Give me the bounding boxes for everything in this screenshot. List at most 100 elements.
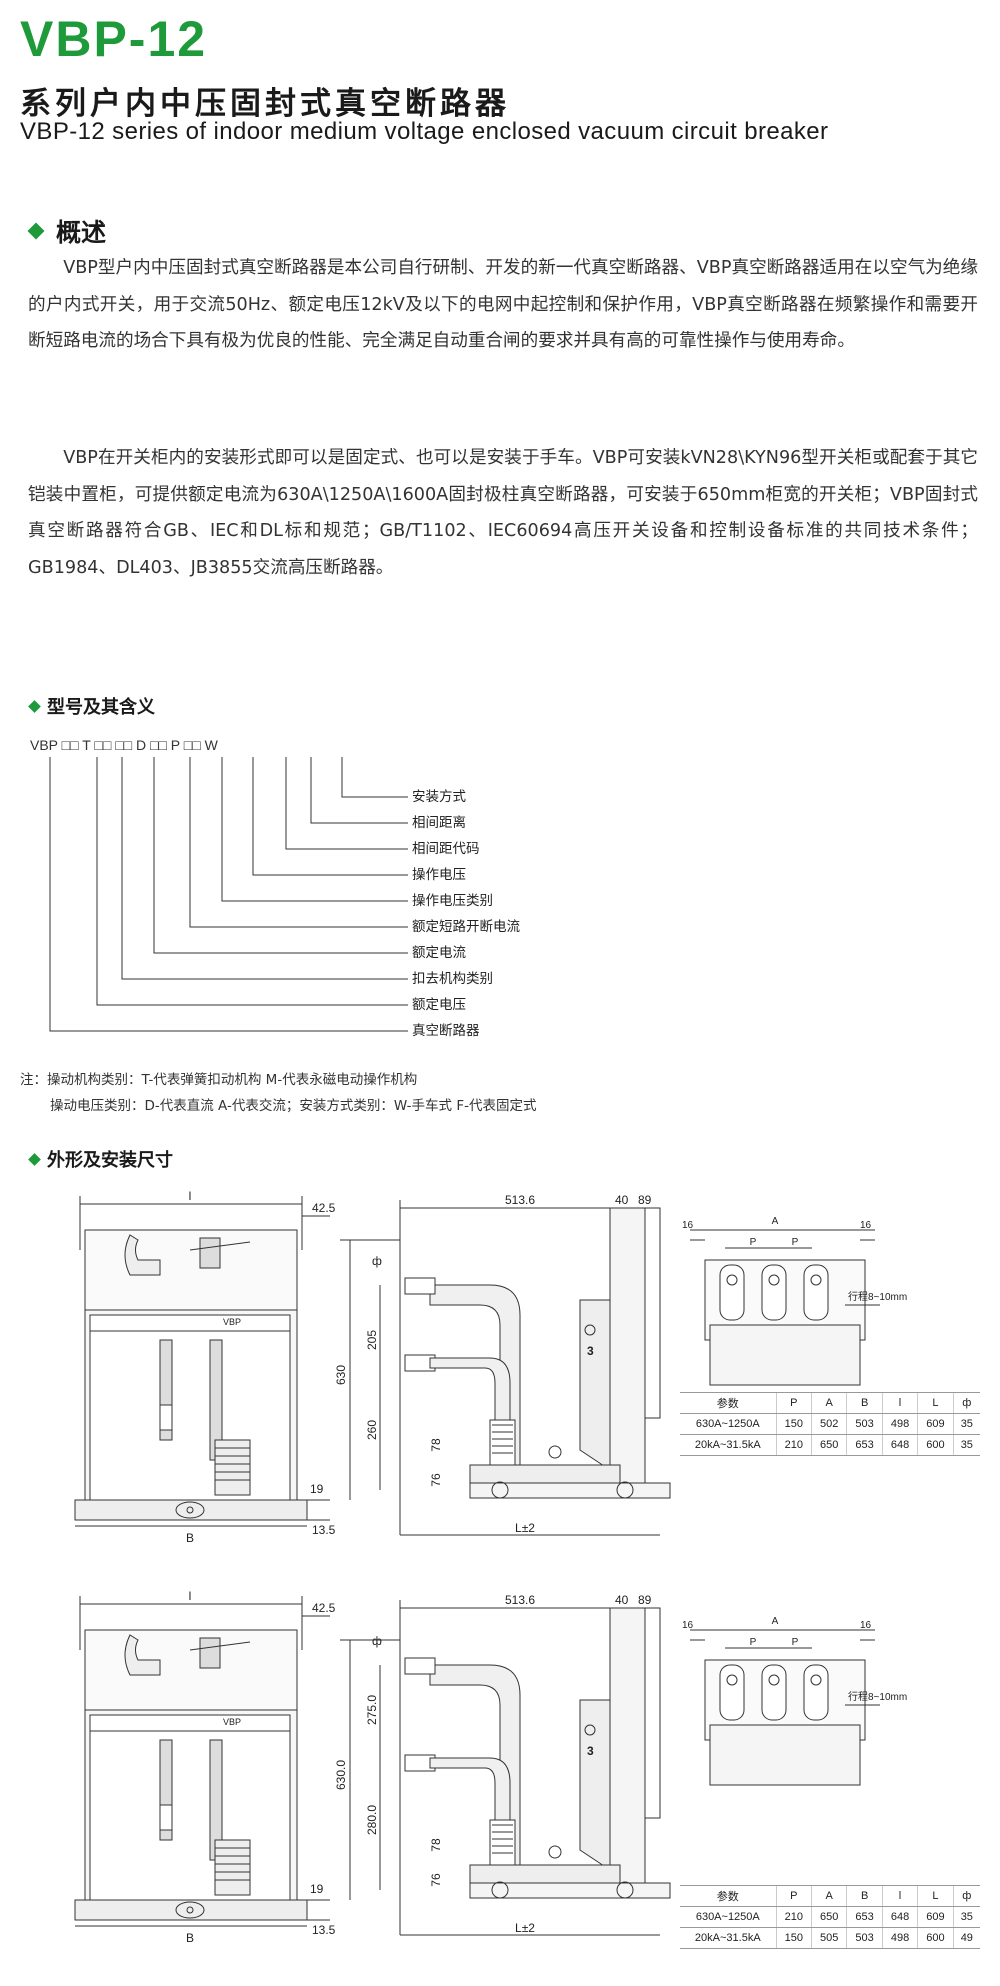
title-chinese: 系列户内中压固封式真空断路器	[20, 86, 510, 122]
dim-label: 513.6	[505, 1193, 535, 1207]
table-row: 630A~1250A 150 502 503 498 609 35	[680, 1413, 980, 1435]
table-cell: 609	[917, 1906, 954, 1928]
dim-label: 19	[310, 1882, 324, 1896]
table-cell: 20kA~31.5kA	[680, 1927, 777, 1949]
dim-label: 78	[429, 1438, 443, 1452]
dim-label: 42.5	[312, 1201, 336, 1215]
dim-label: P	[792, 1637, 799, 1648]
table-row: 630A~1250A 210 650 653 648 609 35	[680, 1906, 980, 1928]
table-cell: 630A~1250A	[680, 1906, 777, 1928]
model-code-leader-lines	[49, 757, 408, 1032]
dim-label: 630	[334, 1365, 348, 1385]
dim-label: P	[750, 1637, 757, 1648]
dim-label: P	[792, 1237, 799, 1248]
table-cell: 630A~1250A	[680, 1413, 777, 1435]
table-cell: 650	[810, 1906, 847, 1928]
dim-label: B	[186, 1931, 194, 1945]
dim-label: 630.0	[334, 1760, 348, 1790]
dim-label: 76	[429, 1873, 443, 1887]
dimensions-heading: 外形及安装尺寸	[28, 1146, 173, 1172]
table-cell: 35	[952, 1434, 980, 1456]
dim-label: 205	[365, 1330, 379, 1350]
table-header: 参数	[680, 1885, 777, 1907]
overview-paragraph-1: VBP型户内中压固封式真空断路器是本公司自行研制、开发的新一代真空断路器、VBP…	[28, 258, 978, 352]
table-row: 参数 P A B l L ф	[680, 1392, 980, 1414]
dim-label: ф	[372, 1634, 382, 1648]
dim-label: 89	[638, 1593, 652, 1607]
dim-label: 13.5	[312, 1523, 336, 1537]
table-cell: 653	[846, 1434, 883, 1456]
dim-label: 行程8~10mm	[848, 1290, 907, 1303]
dim-label: 42.5	[312, 1601, 336, 1615]
table-cell: 150	[775, 1927, 812, 1949]
dim-label: L±2	[515, 1921, 535, 1935]
dim-label: 19	[310, 1482, 324, 1496]
table-header: l	[881, 1885, 918, 1907]
table-cell: 600	[917, 1927, 954, 1949]
table-cell: 505	[810, 1927, 847, 1949]
model-labels: 安装方式 相间距离 相间距代码 操作电压 操作电压类别 额定短路开断电流 额定电…	[412, 784, 520, 1044]
model-label: 操作电压	[412, 867, 466, 883]
table-header: 参数	[680, 1392, 777, 1414]
model-code: VBP □□ T □□ □□ D □□ P □□ W	[30, 737, 218, 753]
dim-label: 89	[638, 1193, 652, 1207]
dim-label: 行程8~10mm	[848, 1690, 907, 1703]
note-line-1: 注：操动机构类别：T-代表弹簧扣动机构 M-代表永磁电动操作机构	[20, 1072, 418, 1088]
table-cell: 653	[846, 1906, 883, 1928]
table-cell: 600	[917, 1434, 954, 1456]
model-meaning-heading: 型号及其含义	[28, 693, 155, 719]
model-label: 安装方式	[412, 789, 466, 805]
model-label: 相间距代码	[412, 841, 480, 857]
table-header: L	[917, 1885, 954, 1907]
dim-label: 513.6	[505, 1593, 535, 1607]
dim-label: 40	[615, 1593, 629, 1607]
model-title: VBP-12	[20, 11, 208, 67]
table-cell: 210	[775, 1906, 812, 1928]
dim-label: 3	[587, 1744, 594, 1758]
diamond-bullet-icon	[27, 222, 45, 240]
dim-label: 260	[365, 1420, 379, 1440]
dim-label: 16	[682, 1620, 694, 1631]
table-cell: 648	[881, 1906, 918, 1928]
dim-label: 40	[615, 1193, 629, 1207]
dim-label: 76	[429, 1473, 443, 1487]
table-cell: 35	[952, 1906, 980, 1928]
dim-label: 16	[682, 1220, 694, 1231]
table-header: A	[810, 1392, 847, 1414]
table-cell: 503	[846, 1413, 883, 1435]
dim-label: l	[189, 1590, 192, 1603]
table-header: ф	[952, 1392, 980, 1414]
model-label: 额定电压	[412, 997, 466, 1013]
table-cell: 498	[881, 1927, 918, 1949]
table-row: 20kA~31.5kA 210 650 653 648 600 35	[680, 1434, 980, 1456]
vbp-badge: VBP	[223, 1717, 241, 1727]
model-label: 扣去机构类别	[412, 971, 493, 987]
table-cell: 20kA~31.5kA	[680, 1434, 777, 1456]
dim-label: B	[186, 1531, 194, 1545]
table-cell: 503	[846, 1927, 883, 1949]
diamond-bullet-icon	[28, 1152, 41, 1166]
model-label: 额定短路开断电流	[412, 919, 520, 935]
dim-label: P	[750, 1237, 757, 1248]
model-label: 操作电压类别	[412, 893, 493, 909]
dim-label: A	[772, 1216, 779, 1227]
diamond-bullet-icon	[28, 699, 41, 713]
dim-label: 280.0	[365, 1805, 379, 1835]
title-english: VBP-12 series of indoor medium voltage e…	[20, 118, 829, 145]
dimension-drawing-2: l 42.5 VBP B 13.5 19 513.6 40 89 630.0 2…	[74, 1590, 907, 1945]
table-cell: 49	[952, 1927, 980, 1949]
table-header: ф	[952, 1885, 980, 1907]
table-cell: 35	[952, 1413, 980, 1435]
table-cell: 650	[810, 1434, 847, 1456]
table-cell: 210	[775, 1434, 812, 1456]
parameter-table-1: 参数 P A B l L ф 630A~1250A 150 502 503 49…	[680, 1392, 980, 1456]
table-header: B	[846, 1885, 883, 1907]
table-header: l	[881, 1392, 918, 1414]
parameter-table-2: 参数 P A B l L ф 630A~1250A 210 650 653 64…	[680, 1885, 980, 1949]
table-header: L	[917, 1392, 954, 1414]
table-row: 参数 P A B l L ф	[680, 1885, 980, 1907]
model-label: 真空断路器	[412, 1023, 480, 1039]
table-cell: 609	[917, 1413, 954, 1435]
model-label: 相间距离	[412, 815, 466, 831]
table-cell: 502	[810, 1413, 847, 1435]
